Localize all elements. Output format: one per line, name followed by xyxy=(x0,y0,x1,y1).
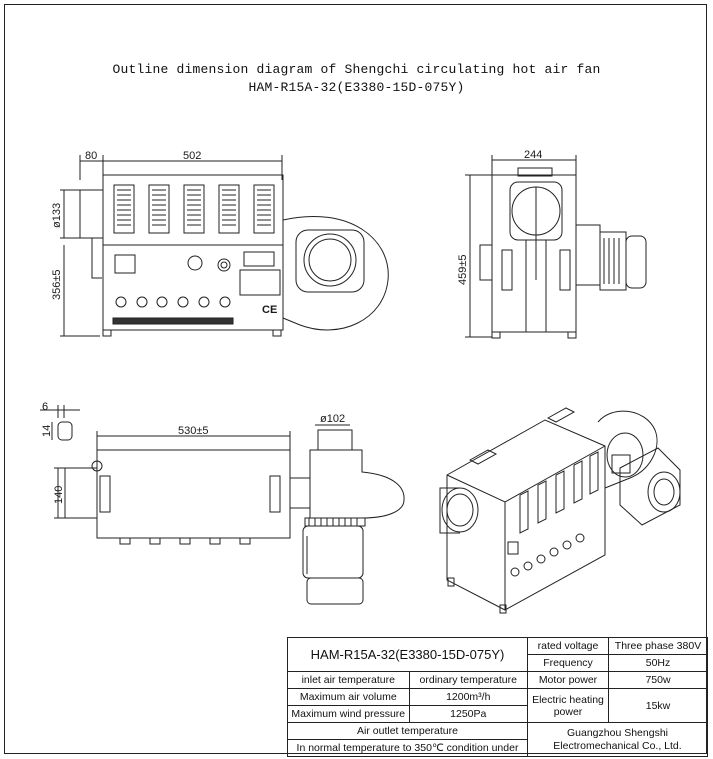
dim-459: 459±5 xyxy=(457,254,469,285)
ce-mark: CE xyxy=(262,304,277,316)
outlet-label: Air outlet temperature xyxy=(287,722,528,740)
model-cell: HAM-R15A-32(E3380-15D-075Y) xyxy=(287,637,528,672)
air-volume-label: Maximum air volume xyxy=(287,688,410,706)
voltage-value: Three phase 380V xyxy=(608,637,708,655)
dim-356: 356±5 xyxy=(51,269,63,300)
iso-vents xyxy=(519,451,599,534)
company-name: Guangzhou Shengshi Electromechanical Co.… xyxy=(527,722,708,757)
top-view: 6 14 530±5 ø102 140 xyxy=(40,401,405,605)
dim-6: 6 xyxy=(42,401,48,413)
model-subtitle: HAM-R15A-32(E3380-15D-075Y) xyxy=(248,80,465,95)
iso-control-knobs xyxy=(510,533,585,577)
dim-133: ø133 xyxy=(51,203,63,228)
dim-530: 530±5 xyxy=(178,425,209,437)
motor-value: 750w xyxy=(608,671,708,689)
frequency-label: Frequency xyxy=(527,654,609,672)
dim-102: ø102 xyxy=(320,413,345,425)
inlet-value: ordinary temperature xyxy=(408,671,529,689)
diagram-title: Outline dimension diagram of Shengchi ci… xyxy=(112,62,601,77)
heating-value: 15kw xyxy=(608,688,708,723)
heating-label: Electric heating power xyxy=(527,688,609,723)
pressure-label: Maximum wind pressure xyxy=(287,705,410,723)
frequency-value: 50Hz xyxy=(608,654,708,672)
voltage-label: rated voltage xyxy=(527,637,609,655)
front-view: 80 502 ø133 356±5 CE xyxy=(51,150,389,337)
dim-14: 14 xyxy=(41,425,53,437)
front-vents xyxy=(113,184,275,234)
dim-140: 140 xyxy=(53,486,65,504)
side-view: 244 459±5 xyxy=(457,149,647,339)
outlet-value: In normal temperature to 350℃ condition … xyxy=(287,739,528,757)
spec-table: HAM-R15A-32(E3380-15D-075Y) rated voltag… xyxy=(287,637,708,757)
front-control-knobs xyxy=(115,296,231,308)
dim-244: 244 xyxy=(524,149,542,161)
dim-80: 80 xyxy=(85,150,97,162)
air-volume-value: 1200m³/h xyxy=(408,688,529,706)
inlet-label: inlet air temperature xyxy=(287,671,410,689)
pressure-value: 1250Pa xyxy=(408,705,529,723)
dim-502: 502 xyxy=(183,150,201,162)
isometric-view xyxy=(439,407,681,614)
motor-label: Motor power xyxy=(527,671,609,689)
